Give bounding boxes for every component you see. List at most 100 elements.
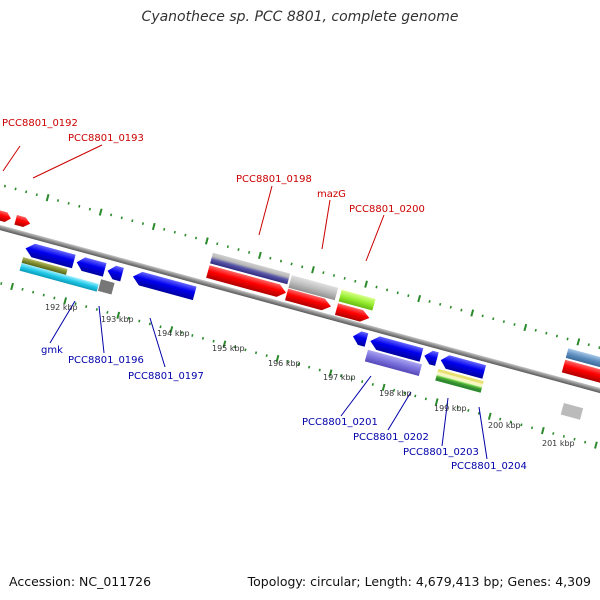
gene-feature[interactable] [131,270,197,301]
gene-feature[interactable] [19,262,99,292]
upper-tick-row [3,184,600,350]
gene-feature[interactable] [565,348,600,379]
scale-tick [10,282,14,291]
gene-feature[interactable] [364,349,422,376]
reverse-strand-genes [19,242,584,420]
kbp-label: 201 kbp [542,439,575,448]
scale-tick [180,331,183,334]
scale-tick [127,316,130,320]
gene-label-pcc8801-0203[interactable]: PCC8801_0203 [403,447,479,458]
scale-tick [540,427,545,435]
scale-tick [141,222,145,225]
gene-feature[interactable] [288,275,339,301]
gene-label-pcc8801-0204[interactable]: PCC8801_0204 [451,461,527,472]
scale-tick [159,325,162,329]
scale-tick [456,406,459,409]
gene-feature[interactable] [106,264,124,282]
scale-tick [322,271,325,275]
scale-tick [381,383,386,392]
gene-label-pcc8801-0192[interactable]: PCC8801_0192 [2,118,78,129]
scale-tick [587,343,590,347]
scale-tick [14,187,17,191]
gene-feature[interactable] [351,330,369,347]
gene-feature[interactable] [0,208,12,223]
scale-tick [0,282,3,285]
scale-tick [201,336,205,340]
gene-label-pcc8801-0201[interactable]: PCC8801_0201 [302,417,378,428]
scale-tick [290,262,293,266]
scale-tick [21,287,24,291]
callout-line-gmk [49,300,76,344]
scale-tick [3,184,7,188]
scale-tick [487,412,492,420]
scale-tick [297,362,300,366]
gene-feature[interactable] [334,303,371,323]
gene-feature[interactable] [285,288,333,313]
scale-tick [226,245,229,249]
gene-feature[interactable] [435,377,482,393]
gene-feature[interactable] [21,257,68,275]
scale-tick [173,230,176,234]
gene-feature[interactable] [24,242,76,269]
scale-tick [194,236,198,240]
gene-feature[interactable] [560,402,584,420]
scale-tick [439,302,442,306]
gene-label-gmk[interactable]: gmk [41,345,63,356]
gene-label-pcc8801-0196[interactable]: PCC8801_0196 [68,355,144,366]
kbp-label: 197 kbp [323,373,356,382]
gene-feature[interactable] [423,349,439,366]
scale-tick [467,409,470,412]
scale-tick [116,311,121,319]
scale-tick [45,194,50,202]
scale-tick [269,256,272,260]
callout-lines [2,144,488,460]
gene-label-pcc8801-0193[interactable]: PCC8801_0193 [68,133,144,144]
scale-tick [364,280,368,288]
gene-label-pcc8801-0197[interactable]: PCC8801_0197 [128,371,204,382]
scale-tick [53,296,56,300]
callout-line-pcc8801-0201 [340,375,372,417]
scale-tick [509,420,512,424]
gene-feature[interactable] [210,252,291,285]
gene-feature[interactable] [368,334,424,362]
gene-label-pcc8801-0198[interactable]: PCC8801_0198 [236,174,312,185]
gene-feature[interactable] [436,371,483,387]
scale-tick [339,374,343,378]
callout-line-pcc8801-0193 [32,144,103,179]
scale-tick [151,222,156,231]
gene-feature[interactable] [206,265,288,299]
scale-tick [328,369,333,377]
scale-tick [248,251,251,254]
gene-feature[interactable] [439,353,487,379]
gene-feature[interactable] [561,359,600,394]
scale-tick [502,320,505,324]
gene-label-pcc8801-0200[interactable]: PCC8801_0200 [349,204,425,215]
scale-tick [279,259,283,263]
gene-feature[interactable] [436,374,483,390]
scale-tick [434,398,439,406]
gene-feature[interactable] [75,256,107,277]
scale-tick [204,237,209,245]
scale-tick [25,190,28,194]
gene-feature[interactable] [437,368,484,385]
scale-tick [396,291,399,295]
kbp-label: 195 kbp [212,344,245,353]
scale-tick [318,368,321,372]
gene-feature[interactable] [97,279,115,295]
forward-strand-genes [0,208,600,394]
scale-tick [417,294,422,303]
scale-tick [414,394,417,398]
scale-tick [386,288,389,292]
scale-tick [237,248,240,251]
scale-tick [78,204,81,208]
gene-label-mazg[interactable]: mazG [317,189,346,200]
gene-feature[interactable] [338,289,376,311]
gene-label-pcc8801-0202[interactable]: PCC8801_0202 [353,432,429,443]
scale-tick [56,199,60,202]
scale-tick [110,213,113,217]
scale-tick [470,309,475,317]
scale-tick [184,233,187,237]
kbp-scale-labels: 192 kbp 193 kbp 194 kbp 195 kbp 196 kbp … [45,303,575,448]
callout-line-pcc8801-0200 [365,214,385,262]
gene-feature[interactable] [14,215,31,229]
